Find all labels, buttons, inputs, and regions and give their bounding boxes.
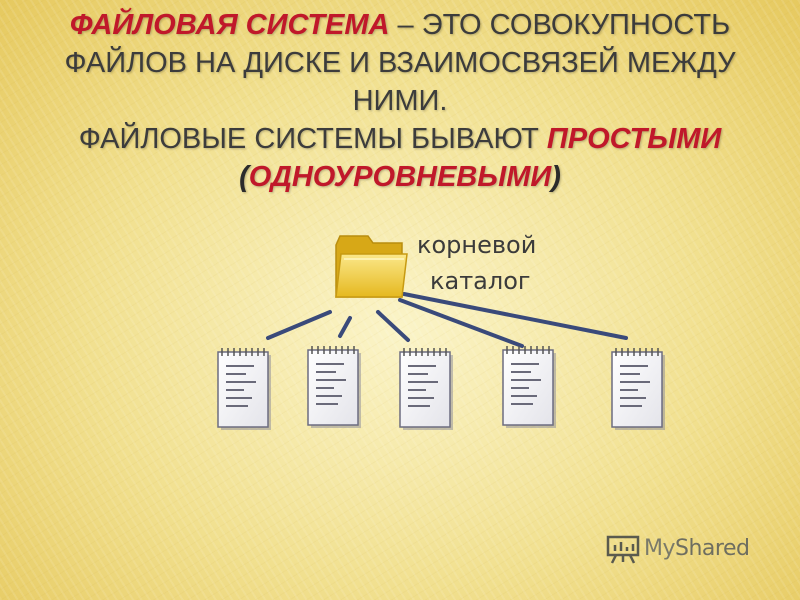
connector-line	[398, 298, 524, 348]
myshared-watermark: MyShared	[606, 534, 750, 564]
watermark-text-my: My	[644, 536, 676, 561]
file-icon-1	[217, 348, 271, 430]
file-icon-4	[502, 346, 556, 428]
heading-line-1: ФАЙЛОВАЯ СИСТЕМА – ЭТО СОВОКУПНОСТЬ	[20, 6, 780, 44]
definition-start: – ЭТО СОВОКУПНОСТЬ	[389, 9, 731, 41]
file-icon-5	[611, 348, 665, 430]
types-prefix: ФАЙЛОВЫЕ СИСТЕМЫ БЫВАЮТ	[78, 123, 547, 155]
file-icon-2	[307, 346, 361, 428]
type-single-level: ОДНОУРОВНЕВЫМИ	[248, 161, 552, 193]
type-simple: ПРОСТЫМИ	[546, 123, 722, 155]
heading-line-3: НИМИ.	[352, 85, 448, 117]
connector-line	[266, 310, 332, 340]
root-folder-icon	[335, 235, 408, 298]
term-file-system: ФАЙЛОВАЯ СИСТЕМА	[69, 9, 390, 41]
watermark-text-shared: Shared	[675, 536, 750, 561]
paren-close: )	[551, 161, 561, 193]
root-label-line-2: каталог	[430, 267, 531, 295]
connector-line	[338, 316, 352, 338]
heading-line-5: (ОДНОУРОВНЕВЫМИ)	[20, 158, 780, 196]
slide-heading: ФАЙЛОВАЯ СИСТЕМА – ЭТО СОВОКУПНОСТЬ ФАЙЛ…	[20, 6, 780, 196]
heading-line-2: ФАЙЛОВ НА ДИСКЕ И ВЗАИМОСВЯЗЕЙ МЕЖДУ	[64, 47, 736, 79]
heading-line-4: ФАЙЛОВЫЕ СИСТЕМЫ БЫВАЮТ ПРОСТЫМИ	[20, 120, 780, 158]
connector-line	[376, 310, 410, 342]
connector-line	[402, 292, 628, 340]
file-icon-3	[399, 348, 453, 430]
root-label-line-1: корневой	[417, 231, 536, 259]
connector-lines	[266, 292, 628, 348]
presentation-board-icon	[606, 535, 640, 564]
paren-open: (	[239, 161, 249, 193]
